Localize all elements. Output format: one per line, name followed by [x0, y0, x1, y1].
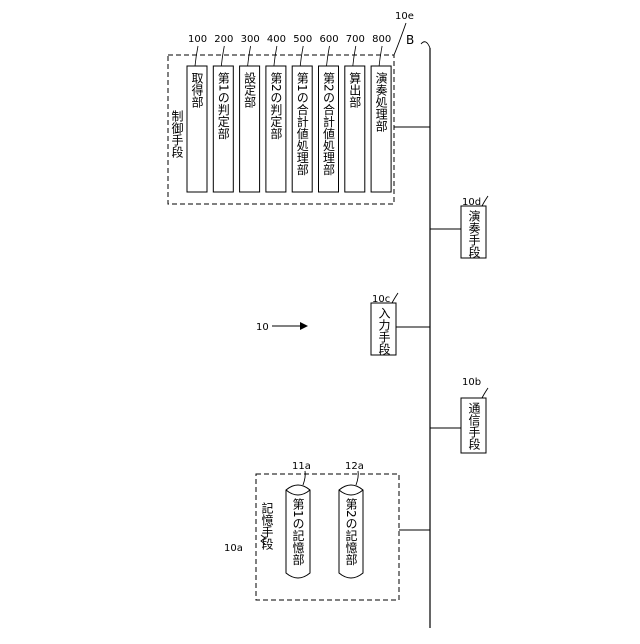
- control-unit-number: 700: [346, 34, 365, 45]
- control-unit-label: 取得部: [190, 72, 204, 108]
- control-unit-leader: [327, 46, 330, 66]
- control-units: 取得部 100 第1の判定部 200 設定部 300 第2の判定部 400 第1の合計値処理部 5…: [187, 34, 391, 192]
- second-storage-ref-leader: [356, 471, 358, 485]
- control-unit-leader: [353, 46, 356, 66]
- bus-label-leader: [421, 42, 430, 48]
- control-unit-number: 200: [214, 34, 233, 45]
- control-unit-label: 第1の合計値処理部: [295, 72, 309, 176]
- control-unit-leader: [379, 46, 382, 66]
- communication-label: 通信手段: [467, 402, 481, 451]
- control-ref-leader: [394, 23, 406, 55]
- control-unit-label: 演奏処理部: [374, 71, 388, 132]
- system-ref: 10: [256, 322, 269, 333]
- control-unit-leader: [300, 46, 303, 66]
- control-means-title: 制御手段: [170, 110, 184, 159]
- control-unit-leader: [248, 46, 251, 66]
- control-unit-number: 400: [267, 34, 286, 45]
- performance-ref-leader: [482, 196, 488, 206]
- control-unit-number: 100: [188, 34, 207, 45]
- storage-means-ref: 10a: [224, 543, 243, 554]
- storage-means-box: [256, 474, 399, 600]
- control-unit-number: 300: [241, 34, 260, 45]
- input-ref-leader: [392, 293, 398, 303]
- control-unit-label: 設定部: [243, 71, 257, 108]
- first-storage-ref: 11a: [292, 461, 311, 472]
- control-unit-label: 第1の判定部: [216, 72, 230, 140]
- control-unit-number: 600: [320, 34, 339, 45]
- bus-label: B: [406, 33, 414, 47]
- storage-means-title: 記憶手段: [260, 501, 274, 551]
- input-ref: 10c: [372, 294, 390, 305]
- second-storage-label: 第2の記憶部: [344, 498, 358, 566]
- control-unit-leader: [195, 46, 198, 66]
- control-unit-number: 500: [293, 34, 312, 45]
- first-storage-label: 第1の記憶部: [291, 498, 305, 566]
- communication-ref: 10b: [462, 377, 481, 388]
- control-unit-leader: [274, 46, 277, 66]
- performance-label: 演奏手段: [467, 209, 481, 259]
- control-means-ref: 10e: [395, 11, 414, 22]
- control-unit-label: 第2の合計値処理部: [322, 72, 336, 176]
- control-unit-number: 800: [372, 34, 391, 45]
- control-unit-leader: [221, 46, 224, 66]
- control-unit-label: 算出部: [348, 71, 362, 108]
- input-label: 入力手段: [377, 307, 391, 356]
- performance-ref: 10d: [462, 197, 481, 208]
- communication-ref-leader: [482, 388, 488, 398]
- system-arrowhead: [300, 322, 308, 330]
- second-storage-ref: 12a: [345, 461, 364, 472]
- control-unit-label: 第2の判定部: [269, 72, 283, 140]
- first-storage-ref-leader: [303, 471, 305, 485]
